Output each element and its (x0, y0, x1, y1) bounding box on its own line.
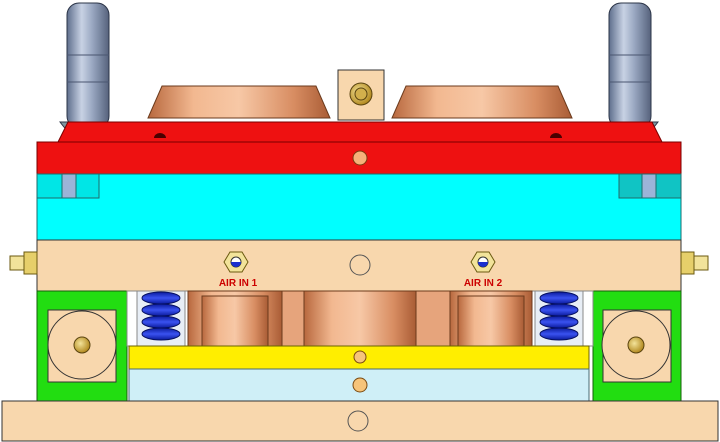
copper-die-blocks (187, 290, 533, 347)
yellow-plate (128, 345, 590, 370)
right-air-nipple (680, 251, 709, 275)
right-spring (534, 290, 584, 347)
right-guide-post (601, 2, 659, 142)
left-guide-post (59, 2, 117, 142)
top-red-plate (36, 121, 682, 175)
right-upper-punch (391, 85, 573, 119)
center-clamp-bracket (337, 69, 385, 121)
light-blue-plate (128, 368, 590, 402)
air-fitting-1 (223, 251, 249, 273)
left-wheel (47, 310, 117, 380)
left-air-nipple (9, 251, 38, 275)
air-fitting-2 (470, 251, 496, 273)
left-spring (136, 290, 186, 347)
base-plate (1, 400, 719, 442)
right-wheel (601, 310, 671, 380)
left-upper-punch (147, 85, 331, 119)
cyan-plate (36, 173, 682, 241)
air-in-2-label: AIR IN 2 (464, 278, 503, 289)
air-in-1-label: AIR IN 1 (219, 278, 258, 289)
air-inlet-plate (36, 239, 682, 292)
